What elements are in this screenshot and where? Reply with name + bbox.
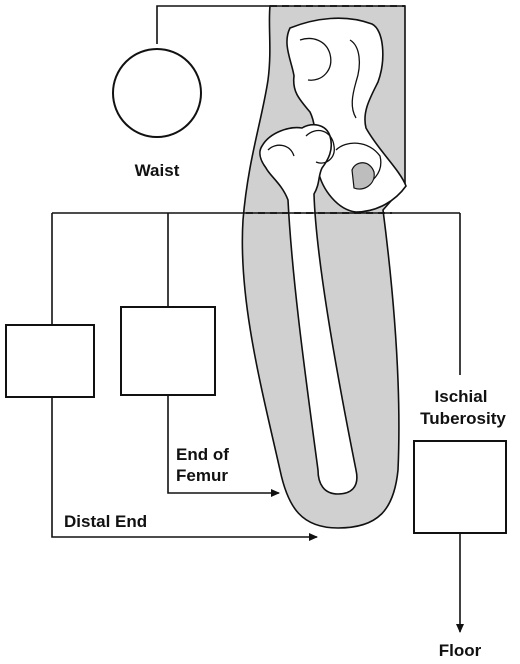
ischial-tuberosity-label-line1: Ischial: [435, 387, 488, 406]
distal-end-box: [6, 325, 94, 397]
waist-label: Waist: [135, 161, 180, 180]
end-of-femur-label-line2: Femur: [176, 466, 228, 485]
ischial-tuberosity-label-line2: Tuberosity: [420, 409, 506, 428]
waist-circle: [113, 49, 201, 137]
end-of-femur-box: [121, 307, 215, 395]
end-of-femur-label-line1: End of: [176, 445, 229, 464]
ischial-tuberosity-box: [414, 441, 506, 533]
distal-end-label: Distal End: [64, 512, 147, 531]
floor-label: Floor: [439, 641, 482, 660]
waist-connector: [157, 6, 270, 44]
